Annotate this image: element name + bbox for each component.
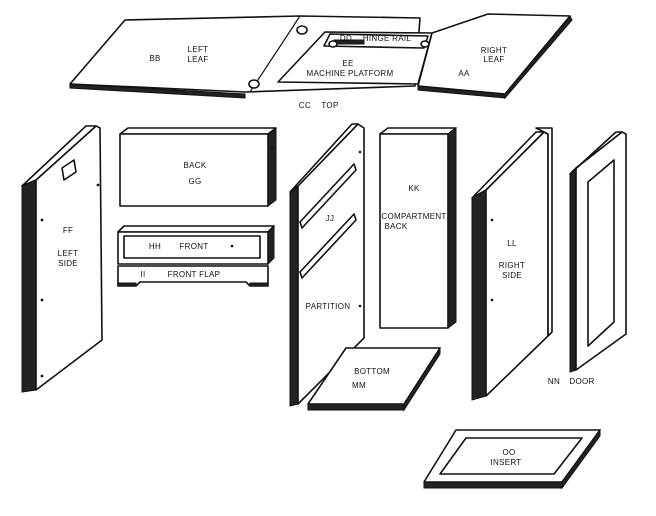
insert-front-edge bbox=[423, 481, 563, 489]
left-side-notch bbox=[61, 159, 77, 181]
front-edge bbox=[267, 224, 275, 266]
top-name: TOP bbox=[321, 101, 338, 110]
back-name: BACK bbox=[184, 161, 207, 170]
partition-groove bbox=[299, 213, 357, 279]
hinge-rail-code: DD bbox=[340, 34, 352, 43]
front-flap-foot bbox=[249, 282, 269, 287]
partition-groove bbox=[299, 163, 357, 229]
partition-panel: JJ PARTITION bbox=[289, 123, 365, 407]
top-assembly: BB LEFT LEAF DD HINGE RAIL EE MACHINE PL… bbox=[69, 13, 573, 110]
bottom-panel: BOTTOM MM bbox=[307, 346, 441, 412]
right-leaf-panel bbox=[417, 13, 571, 95]
front-name: FRONT bbox=[179, 242, 208, 251]
door-top bbox=[569, 131, 623, 175]
bottom-code: MM bbox=[352, 381, 366, 390]
compartment-back-name-1: COMPARTMENT bbox=[381, 212, 446, 221]
front-top bbox=[117, 225, 275, 233]
top-board-side bbox=[69, 83, 246, 99]
back-code: GG bbox=[188, 177, 201, 186]
partition-name: PARTITION bbox=[306, 302, 351, 311]
partition-code: JJ bbox=[326, 214, 335, 223]
front-flap-code: II bbox=[140, 270, 145, 279]
screw-icon bbox=[490, 298, 494, 302]
compartment-back-panel: KK COMPARTMENT BACK bbox=[379, 127, 457, 329]
door-code: NN bbox=[548, 377, 560, 386]
insert-code: OO bbox=[502, 448, 515, 457]
front-flap-foot bbox=[117, 282, 137, 287]
hinge-rail-name: HINGE RAIL bbox=[363, 34, 412, 43]
left-side-edge bbox=[21, 179, 37, 393]
screw-icon bbox=[270, 146, 274, 150]
right-leaf-name-2: LEAF bbox=[483, 55, 504, 64]
right-side-panel: LL RIGHT SIDE bbox=[471, 127, 553, 401]
bottom-side-edge bbox=[403, 346, 441, 412]
front-panel: HH FRONT bbox=[117, 224, 275, 266]
right-leaf-name-1: RIGHT bbox=[481, 46, 507, 55]
insert-panel: OO INSERT bbox=[423, 428, 601, 490]
right-side-code: LL bbox=[507, 239, 517, 248]
left-side-name-1: LEFT bbox=[58, 249, 79, 258]
compartment-back-edge bbox=[447, 127, 457, 329]
right-side-edge bbox=[471, 189, 487, 401]
front-recess bbox=[123, 235, 261, 259]
right-leaf-code: AA bbox=[458, 69, 470, 78]
bottom-front-edge bbox=[307, 403, 405, 411]
insert-side-edge bbox=[561, 428, 601, 490]
back-panel: BACK GG bbox=[119, 127, 277, 207]
compartment-back-face bbox=[379, 133, 449, 329]
left-side-code: FF bbox=[63, 226, 73, 235]
leaf-seam bbox=[249, 15, 301, 93]
front-code: HH bbox=[149, 242, 161, 251]
screw-icon bbox=[358, 304, 362, 308]
left-side-name-2: SIDE bbox=[58, 259, 78, 268]
hinge-icon bbox=[248, 79, 260, 89]
machine-platform-code: EE bbox=[342, 59, 353, 68]
machine-platform-name: MACHINE PLATFORM bbox=[307, 69, 394, 78]
right-side-name-2: SIDE bbox=[502, 271, 522, 280]
screw-icon bbox=[40, 374, 44, 378]
hinge-icon bbox=[296, 25, 308, 35]
right-side-name-1: RIGHT bbox=[499, 261, 525, 270]
partition-edge bbox=[289, 185, 299, 407]
door-window bbox=[587, 159, 615, 347]
front-flap-name: FRONT FLAP bbox=[168, 270, 221, 279]
bottom-name: BOTTOM bbox=[354, 367, 390, 376]
door-edge bbox=[569, 166, 577, 373]
top-code: CC bbox=[299, 101, 311, 110]
left-leaf-name-2: LEAF bbox=[187, 55, 208, 64]
left-leaf-code: BB bbox=[149, 54, 160, 63]
back-face bbox=[119, 133, 269, 207]
compartment-back-top bbox=[379, 127, 457, 135]
insert-name: INSERT bbox=[491, 458, 522, 467]
back-edge bbox=[267, 127, 277, 207]
compartment-back-name-2: BACK bbox=[385, 222, 408, 231]
hinge-icon bbox=[328, 40, 338, 48]
screw-icon bbox=[40, 218, 44, 222]
left-side-top bbox=[21, 125, 97, 187]
screw-icon bbox=[230, 244, 234, 248]
front-flap-panel: II FRONT FLAP bbox=[117, 265, 269, 287]
right-side-frame bbox=[535, 127, 553, 337]
left-side-panel: FF LEFT SIDE bbox=[21, 125, 103, 393]
compartment-back-code: KK bbox=[408, 184, 420, 193]
screw-icon bbox=[358, 150, 362, 154]
partition-top bbox=[289, 123, 359, 193]
screw-icon bbox=[490, 218, 494, 222]
back-top bbox=[119, 127, 277, 135]
insert-recess bbox=[439, 437, 583, 475]
left-leaf-name-1: LEFT bbox=[188, 45, 209, 54]
screw-icon bbox=[40, 298, 44, 302]
door-panel: NN DOOR bbox=[548, 131, 627, 386]
screw-icon bbox=[96, 183, 100, 187]
door-name: DOOR bbox=[569, 377, 594, 386]
